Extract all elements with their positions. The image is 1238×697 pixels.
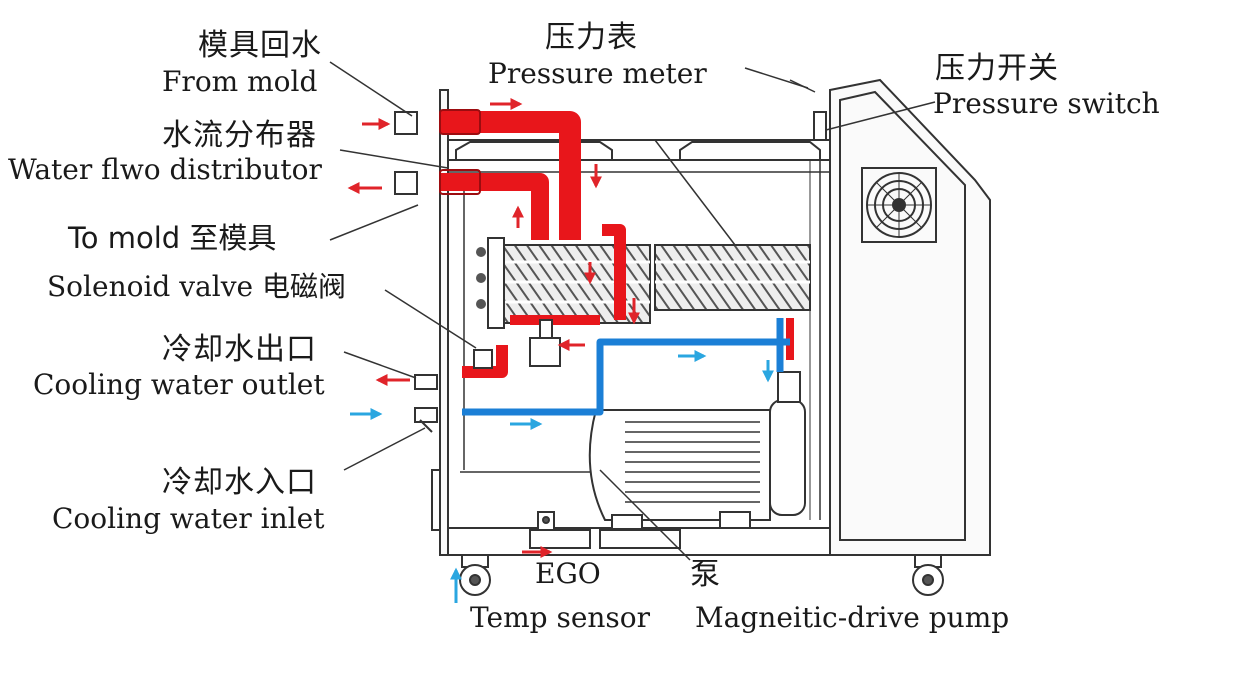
pump	[588, 371, 806, 530]
label-cooling-inlet-cn: 冷却水入口	[162, 465, 317, 500]
label-pressure-meter-cn: 压力表	[545, 20, 638, 55]
label-pressure-meter-en: Pressure meter	[488, 57, 707, 90]
solenoid-valve	[473, 319, 561, 369]
label-from-mold-cn: 模具回水	[198, 28, 322, 63]
label-temp-sensor: Temp sensor	[470, 601, 651, 634]
heater-tank	[476, 237, 811, 329]
hot-water-pipe-outline	[439, 109, 481, 195]
cooling-water-pipes	[462, 318, 790, 416]
label-ego: EGO	[535, 557, 601, 590]
flow-arrows-blue	[350, 350, 774, 603]
label-solenoid-valve: Solenoid valve 电磁阀	[47, 270, 346, 303]
label-pressure-switch-cn: 压力开关	[935, 51, 1059, 86]
label-distributor-cn: 水流分布器	[162, 118, 317, 153]
label-distributor-en: Water flwo distributor	[8, 153, 322, 186]
label-pump-en: Magneitic-drive pump	[695, 601, 1010, 634]
label-from-mold-en: From mold	[162, 65, 318, 98]
label-cooling-outlet-cn: 冷却水出口	[162, 332, 317, 367]
casters	[459, 511, 944, 596]
pipe-connectors	[394, 111, 438, 433]
label-to-mold: To mold 至模具	[68, 221, 277, 255]
machine-frame	[431, 78, 991, 556]
label-cooling-outlet-en: Cooling water outlet	[33, 368, 325, 401]
label-pressure-switch-en: Pressure switch	[933, 87, 1160, 120]
label-cooling-inlet-en: Cooling water inlet	[52, 502, 325, 535]
label-pump-cn: 泵	[690, 557, 721, 592]
leader-lines	[329, 61, 936, 561]
flow-arrows-red	[347, 98, 640, 558]
